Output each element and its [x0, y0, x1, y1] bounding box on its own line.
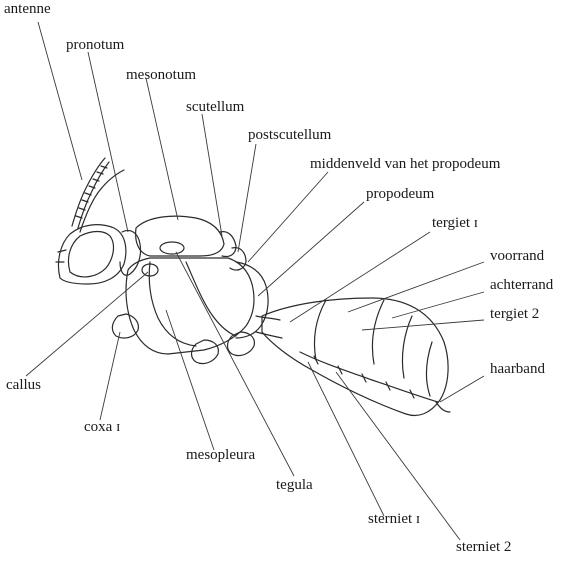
mesonotum-shape: [136, 216, 224, 256]
leader-tergiet2: [362, 320, 484, 330]
label-tergiet1: tergiet ɪ: [432, 216, 478, 231]
tegula-shape: [160, 242, 184, 254]
label-antenne: antenne: [4, 2, 51, 17]
leader-achterrand: [392, 292, 484, 318]
sternites-line: [300, 352, 438, 402]
label-middenveld: middenveld van het propodeum: [310, 157, 500, 172]
label-sterniet2: sterniet 2: [456, 540, 511, 555]
label-mesopleura: mesopleura: [186, 448, 255, 463]
leader-postscutellum: [238, 144, 256, 252]
coxa1-shape: [112, 314, 138, 338]
leader-coxa1: [100, 332, 120, 420]
scutellum-shape: [220, 232, 236, 257]
label-scutellum: scutellum: [186, 100, 244, 115]
label-callus: callus: [6, 378, 41, 393]
label-propodeum: propodeum: [366, 187, 434, 202]
label-achterrand: achterrand: [490, 278, 553, 293]
label-haarband: haarband: [490, 362, 545, 377]
label-pronotum: pronotum: [66, 38, 124, 53]
label-mesonotum: mesonotum: [126, 68, 196, 83]
leg2-shape: [192, 340, 219, 364]
leader-voorrand: [348, 262, 484, 312]
leader-middenveld: [248, 172, 328, 262]
leg3-shape: [228, 332, 255, 356]
eye-shape: [68, 232, 113, 277]
leader-tergiet1: [290, 232, 430, 322]
label-tergiet2: tergiet 2: [490, 307, 539, 322]
label-postscutellum: postscutellum: [248, 128, 331, 143]
leader-pronotum: [88, 52, 128, 232]
label-voorrand: voorrand: [490, 249, 544, 264]
label-tegula: tegula: [276, 478, 313, 493]
label-sterniet1: sterniet ɪ: [368, 512, 420, 527]
tergiet1-line: [314, 300, 326, 360]
leader-callus: [26, 272, 148, 376]
leader-scutellum: [202, 114, 222, 236]
leader-mesopleura: [166, 310, 214, 450]
leader-propodeum: [258, 202, 364, 296]
leader-tegula: [176, 252, 294, 476]
leader-mesonotum: [146, 78, 178, 220]
propodeum-shape: [236, 262, 268, 338]
label-coxa1: coxa ɪ: [84, 420, 120, 435]
tergiet2-line: [372, 300, 384, 364]
